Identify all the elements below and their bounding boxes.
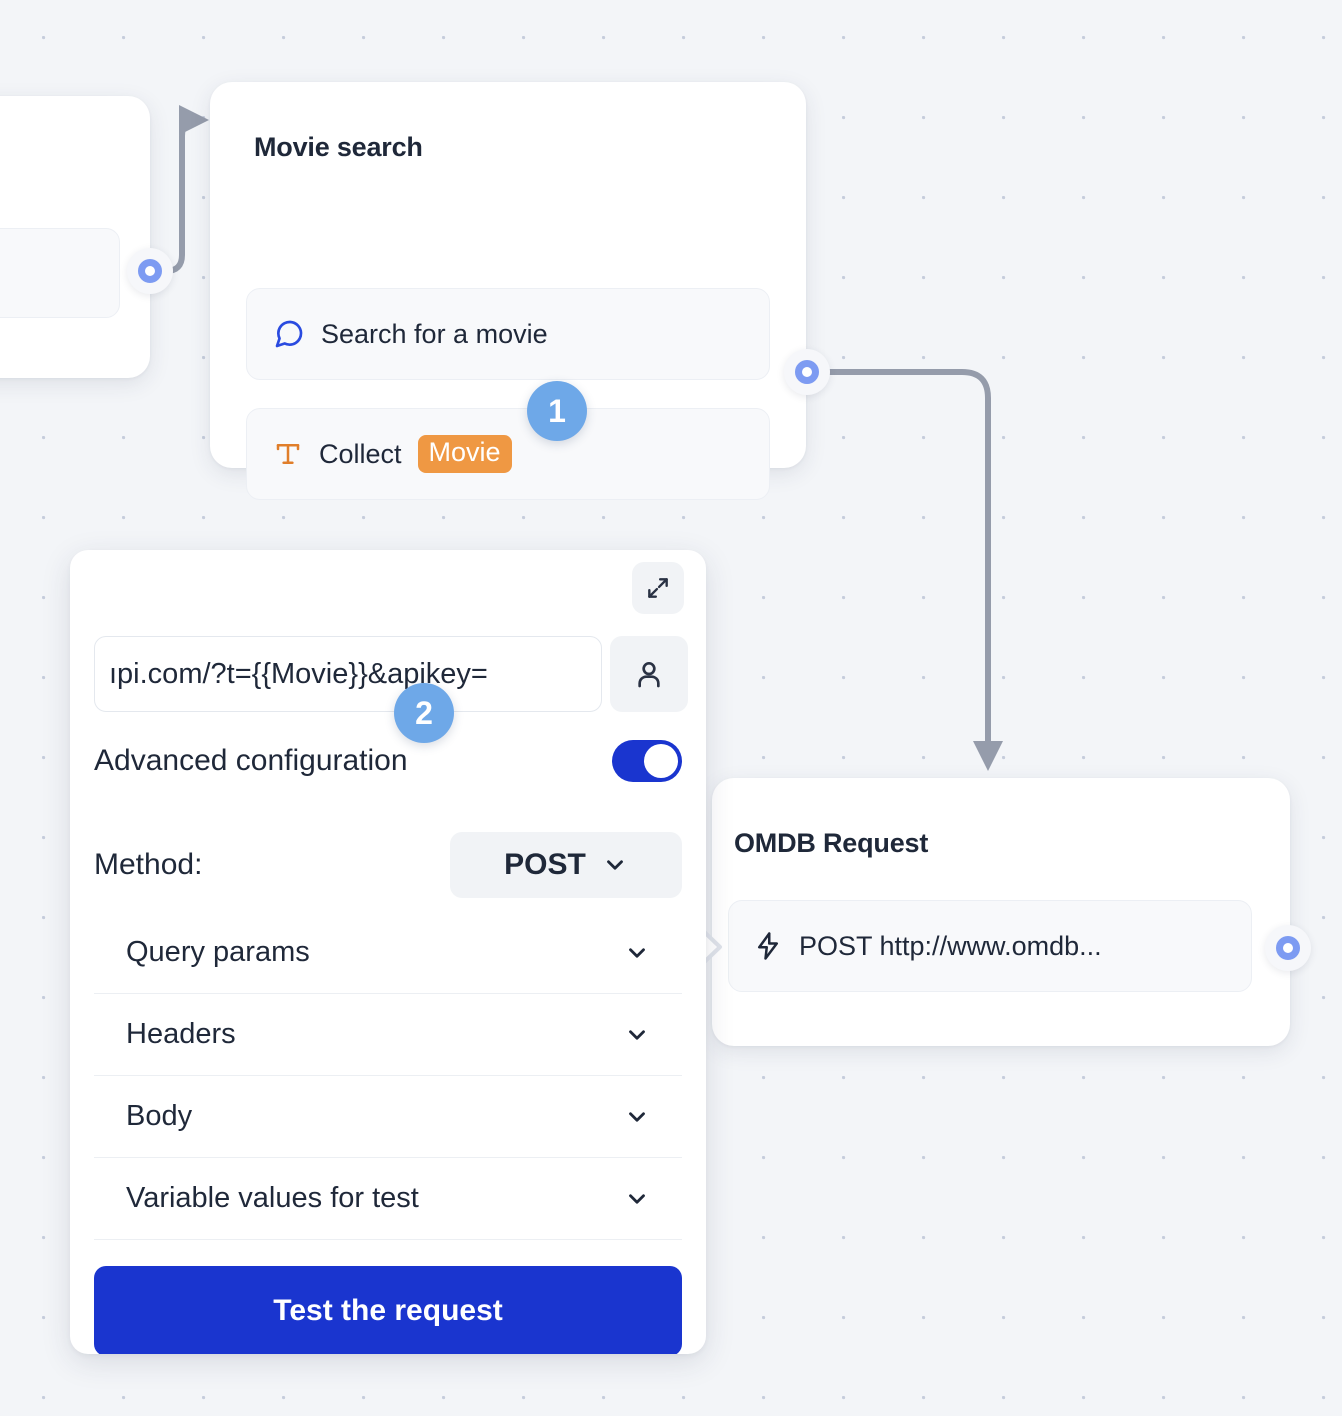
person-icon (638, 662, 660, 688)
accordion-item-headers[interactable]: Headers (94, 994, 682, 1076)
test-the-request-button[interactable]: Test the request (94, 1266, 682, 1354)
config-accordion: Query params Headers Body Variable value… (94, 912, 682, 1240)
node-row-search-for-a-movie[interactable]: Search for a movie (246, 288, 770, 380)
advanced-configuration-row: Advanced configuration (94, 740, 682, 782)
edge-movie-to-omdb (806, 369, 1003, 771)
method-row: Method: POST (94, 832, 682, 898)
chevron-down-icon (629, 1029, 645, 1040)
node-row-post-request[interactable]: POST http://www.omdb... (728, 900, 1252, 992)
request-url-input[interactable] (94, 636, 602, 712)
node-omdb-request-title: OMDB Request (734, 828, 929, 858)
node-row-label: Collect (319, 438, 402, 469)
accordion-item-query-params[interactable]: Query params (94, 912, 682, 994)
step-badge-1: 1 (527, 381, 587, 441)
url-row (94, 636, 688, 712)
edge-left-to-movie (149, 105, 209, 274)
accordion-item-body[interactable]: Body (94, 1076, 682, 1158)
user-icon-button[interactable] (610, 636, 688, 712)
expand-icon-button[interactable] (632, 562, 684, 614)
chevron-down-icon (629, 1111, 645, 1122)
node-row-label: POST http://www.omdb... (799, 930, 1102, 961)
accordion-label: Query params (126, 936, 310, 968)
accordion-item-variable-values[interactable]: Variable values for test (94, 1158, 682, 1240)
node-partial-row[interactable] (0, 228, 120, 318)
accordion-label: Variable values for test (126, 1182, 419, 1214)
chevron-down-icon (629, 947, 645, 958)
node-omdb-request[interactable]: OMDB Request POST http://www.omdb... (712, 778, 1290, 1046)
accordion-label: Headers (126, 1018, 236, 1050)
accordion-label: Body (126, 1100, 193, 1132)
variable-chip-movie[interactable]: Movie (417, 435, 512, 473)
request-config-panel[interactable]: Advanced configuration Method: POST Quer… (70, 550, 706, 1354)
node-movie-search[interactable]: Movie search Search for a movie Collect (210, 82, 806, 500)
advanced-configuration-label: Advanced configuration (94, 744, 408, 777)
expand-diagonal-icon (648, 578, 668, 598)
node-movie-search-title: Movie search (254, 132, 423, 162)
method-select-value: POST (504, 848, 586, 881)
step-badge-2: 2 (394, 683, 454, 743)
node-partial-left[interactable] (0, 96, 150, 378)
chat-bubble-icon (273, 318, 305, 350)
method-select[interactable]: POST (450, 832, 682, 898)
node-row-label: Search for a movie (321, 318, 548, 349)
chevron-down-icon (606, 860, 623, 870)
node-row-collect-movie[interactable]: Collect Movie (246, 408, 770, 500)
port-output-omdb-request[interactable] (1265, 925, 1311, 971)
text-format-icon (273, 439, 303, 469)
method-label: Method: (94, 848, 203, 881)
advanced-configuration-toggle[interactable] (612, 740, 682, 782)
port-output-left-node[interactable] (127, 248, 173, 294)
chevron-down-icon (629, 1193, 645, 1204)
lightning-bolt-icon (753, 931, 783, 961)
port-output-movie-search[interactable] (784, 349, 830, 395)
